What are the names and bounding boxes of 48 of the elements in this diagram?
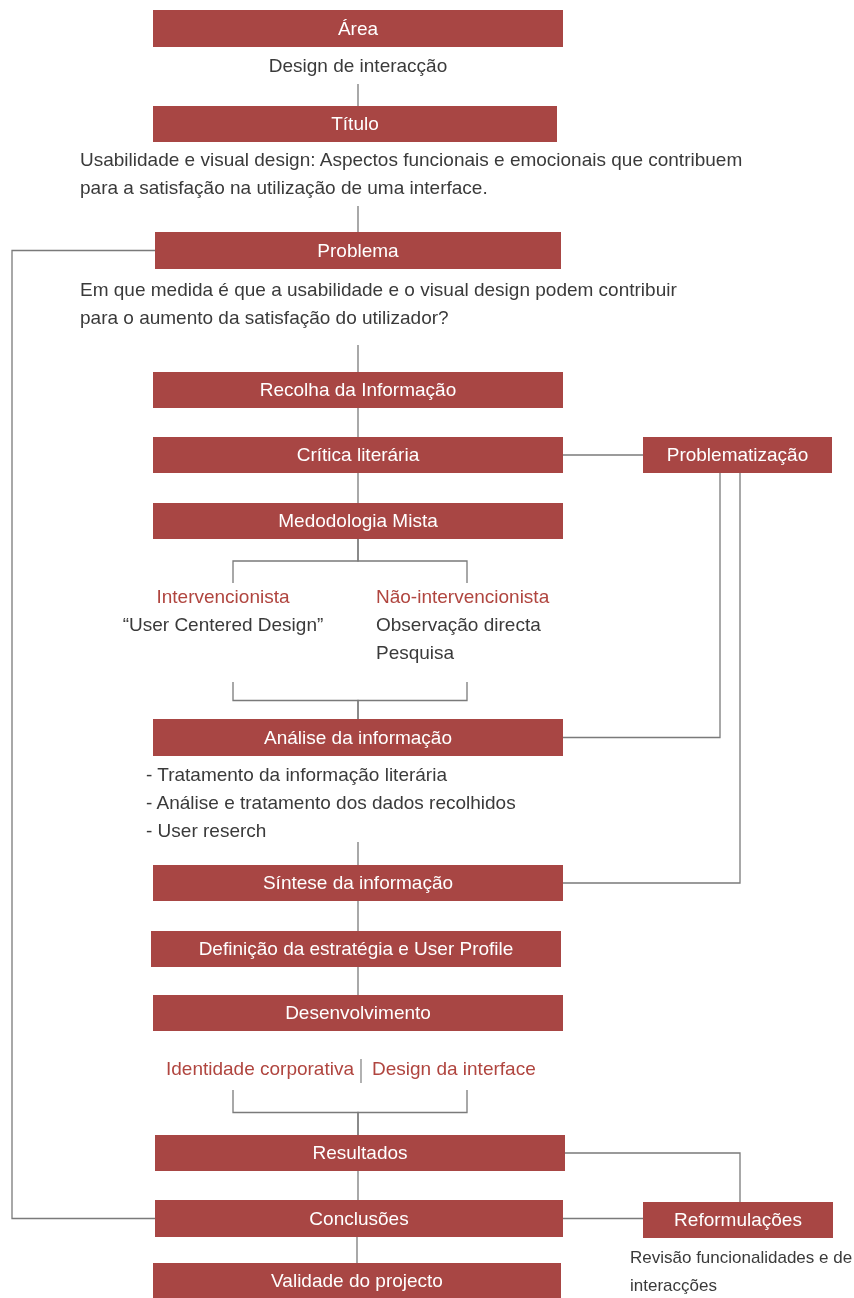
description-text: Design de interacção: [267, 54, 449, 78]
category-item: Observação directa: [376, 613, 541, 637]
connector-line: [357, 900, 359, 932]
connector-line: [357, 472, 359, 504]
connector-line: [357, 205, 359, 233]
description-text: Usabilidade e visual design: Aspectos funcionais e emocionais que contribuem para a satisfação na utilização de uma interface.: [80, 148, 744, 200]
process-box: Área: [153, 10, 563, 47]
connector-line: [357, 841, 359, 866]
description-text: Revisão funcionalidades e de interacções: [630, 1247, 854, 1297]
connector-line: [562, 472, 741, 884]
process-box: Recolha da Informação: [153, 372, 563, 408]
description-text: Em que medida é que a usabilidade e o visual design podem contribuir para o aumento da satisfação do utilizador?: [80, 278, 678, 330]
process-box: Problematização: [643, 437, 832, 473]
process-box: Título: [153, 106, 557, 142]
connector-line: [562, 454, 644, 456]
category-heading: Não-intervencionista: [376, 585, 550, 609]
description-text: - Análise e tratamento dos dados recolhidos: [146, 791, 517, 815]
connector-line: [357, 83, 359, 107]
process-box: Análise da informação: [153, 719, 563, 756]
process-box: Problema: [155, 232, 561, 269]
process-box: Medodologia Mista: [153, 503, 563, 539]
category-heading: Intervencionista: [156, 585, 290, 609]
connector-line: [357, 966, 359, 996]
process-box: Síntese da informação: [153, 865, 563, 901]
connector-line: [357, 681, 468, 720]
connector-line: [357, 538, 468, 584]
process-box: Reformulações: [643, 1202, 833, 1238]
category-item: “User Centered Design”: [122, 613, 324, 637]
connector-line: [356, 1236, 358, 1264]
connector-line: [357, 1170, 359, 1201]
process-box: Resultados: [155, 1135, 565, 1171]
category-heading: Identidade corporativa: [166, 1057, 354, 1081]
connector-line: [562, 472, 721, 739]
process-box: Crítica literária: [153, 437, 563, 473]
process-box: Validade do projecto: [153, 1263, 561, 1298]
connector-line: [562, 1217, 644, 1220]
connector-line: [11, 249, 156, 1220]
process-box: Desenvolvimento: [153, 995, 563, 1031]
category-item: Pesquisa: [376, 641, 455, 665]
connector-line: [357, 344, 359, 373]
process-box: Definição da estratégia e User Profile: [151, 931, 561, 967]
category-heading: Design da interface: [372, 1057, 536, 1081]
connector-line: [357, 407, 359, 438]
connector-line: [357, 1089, 468, 1136]
description-text: - Tratamento da informação literária: [146, 763, 448, 787]
connector-line: [564, 1152, 741, 1203]
description-text: - User reserch: [146, 819, 268, 843]
process-box: Conclusões: [155, 1200, 563, 1237]
